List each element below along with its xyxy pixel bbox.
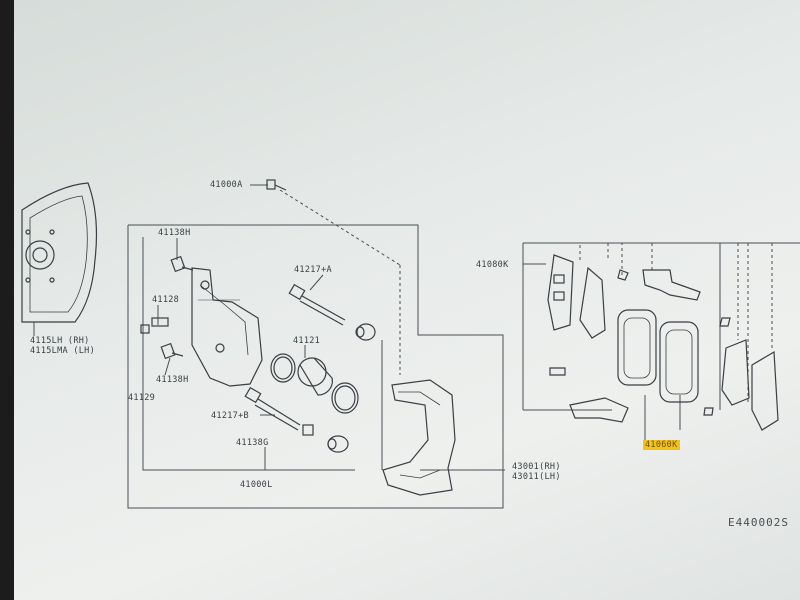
- caliper-bracket: [382, 379, 456, 496]
- parts-diagram-sheet: [14, 0, 800, 600]
- part-label-41000L[interactable]: 41000L: [240, 480, 273, 490]
- part-label-41060K-highlighted[interactable]: 41060K: [643, 440, 680, 450]
- part-label-41000A[interactable]: 41000A: [210, 180, 243, 190]
- piston-and-seals: [270, 353, 359, 414]
- part-label-41138G[interactable]: 41138G: [236, 438, 269, 448]
- part-label-41128[interactable]: 41128: [152, 295, 180, 305]
- part-label-4115LH[interactable]: 4115LH (RH): [30, 336, 90, 346]
- part-label-41217A[interactable]: 41217+A: [294, 265, 332, 275]
- mounting-bolt: [266, 179, 287, 191]
- guide-bolts: [140, 255, 194, 360]
- part-label-41121[interactable]: 41121: [293, 336, 321, 346]
- part-label-41138H-upper[interactable]: 41138H: [158, 228, 191, 238]
- part-label-41080K[interactable]: 41080K: [476, 260, 509, 270]
- part-label-43011[interactable]: 43011(LH): [512, 472, 561, 482]
- caliper-body: [191, 267, 263, 387]
- part-label-43001[interactable]: 43001(RH): [512, 462, 561, 472]
- bolt-dashed-leader: [279, 189, 401, 266]
- part-label-4115LMA[interactable]: 4115LMA (LH): [30, 346, 96, 356]
- part-label-41129[interactable]: 41129: [128, 393, 156, 403]
- part-label-41138H-lower[interactable]: 41138H: [156, 375, 189, 385]
- guide-pin-upper: [288, 283, 346, 326]
- caliper-subassembly-outline: [142, 237, 355, 471]
- assembly-outline: [127, 224, 504, 509]
- screen-bezel: [0, 0, 14, 600]
- dust-shield: [21, 182, 98, 323]
- pad-kit-hardware: [547, 254, 779, 431]
- diagram-code: E440002S: [728, 516, 789, 529]
- part-label-41217B[interactable]: 41217+B: [211, 411, 249, 421]
- pin-boots: [327, 323, 376, 453]
- guide-pin-lower: [244, 386, 314, 436]
